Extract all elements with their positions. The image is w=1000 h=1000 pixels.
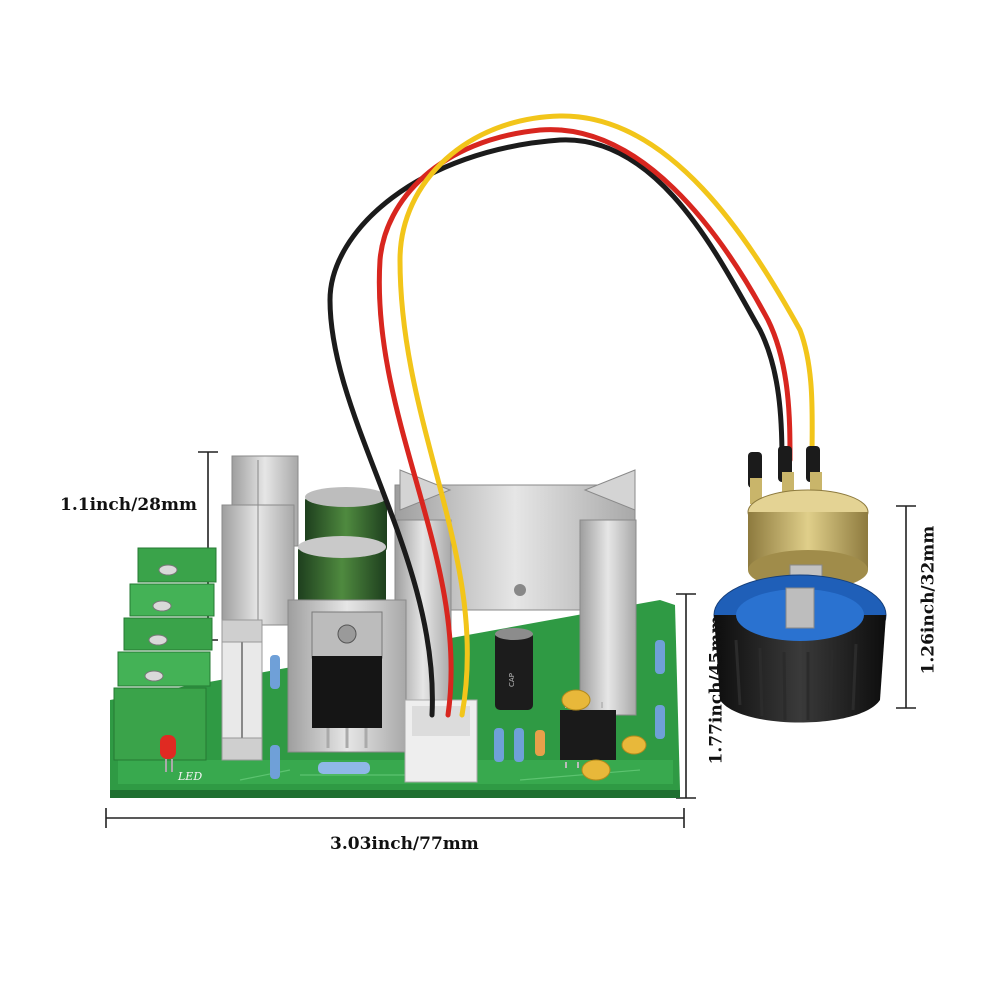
small-heatsink [221, 455, 299, 626]
fuse [221, 619, 263, 761]
capacitors: CAP [298, 487, 533, 710]
terminal-height-label: 1.1inch/28mm [60, 495, 197, 515]
large-heatsink [394, 469, 637, 716]
dimension-lines [105, 451, 916, 828]
wire-connector [404, 699, 478, 783]
knob [713, 574, 887, 723]
mosfet-heatsink [287, 599, 407, 753]
led-silkscreen-label: LED [178, 770, 203, 783]
ic-chip [560, 702, 616, 768]
terminal-block [113, 547, 217, 761]
led [160, 735, 176, 772]
ceramic-capacitors [561, 689, 647, 781]
knob-height-label: 1.26inch/32mm [918, 525, 939, 675]
board-width-label: 3.03inch/77mm [330, 834, 479, 854]
wires [327, 113, 820, 718]
svg-text:CAP: CAP [508, 673, 516, 687]
resistors [270, 640, 665, 779]
board-height-label: 1.77inch/45mm [706, 615, 727, 765]
